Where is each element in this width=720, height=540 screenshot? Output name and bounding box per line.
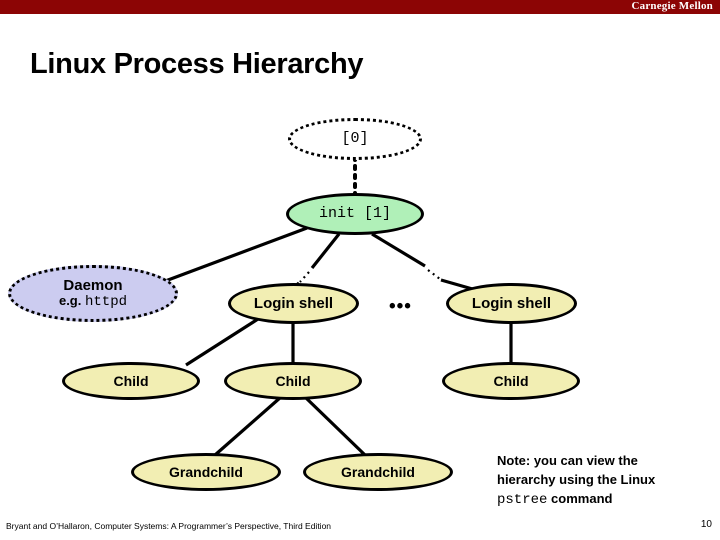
note-line-1: Note: you can view the	[497, 453, 638, 468]
node-shell-right-label: Login shell	[471, 294, 552, 312]
node-child-1-label: Child	[113, 372, 149, 389]
node-grandchild-2[interactable]: Grandchild	[303, 453, 453, 491]
node-daemon-eg-prefix: e.g.	[58, 292, 82, 308]
edge-child-2-grandchild-1	[213, 395, 283, 457]
node-shell-right[interactable]: Login shell	[446, 283, 577, 324]
node-daemon[interactable]: Daemon e.g. httpd	[8, 265, 178, 322]
brand-band	[0, 0, 720, 14]
note-line-2: hierarchy using the Linux	[497, 471, 656, 487]
node-grandchild-1[interactable]: Grandchild	[131, 453, 281, 491]
edge-init-daemon	[159, 226, 308, 285]
node-grandchild-2-label: Grandchild	[341, 463, 415, 480]
node-child-1[interactable]: Child	[62, 362, 200, 400]
ellipsis-more-shells: •••	[389, 296, 412, 317]
edge-init-shell-left-tick	[299, 271, 310, 283]
node-daemon-example: e.g. httpd	[58, 292, 128, 310]
edge-init-shell-left-upper	[310, 233, 341, 269]
node-child-2-label: Child	[275, 372, 311, 389]
node-daemon-command: httpd	[85, 293, 128, 310]
edge-shell-left-child-1	[185, 317, 259, 367]
note-command-suffix: command	[551, 490, 613, 506]
node-init-label: init [1]	[318, 205, 391, 223]
node-init[interactable]: init [1]	[286, 193, 424, 235]
node-kernel[interactable]: [0]	[288, 118, 422, 160]
page-title: Linux Process Hierarchy	[30, 48, 364, 80]
edge-init-shell-right-upper	[371, 232, 426, 268]
node-child-2[interactable]: Child	[224, 362, 362, 400]
edge-init-shell-right-tick	[427, 269, 441, 280]
node-grandchild-1-label: Grandchild	[169, 463, 243, 480]
note-block: Note: you can view the hierarchy using t…	[497, 452, 712, 510]
node-shell-left-label: Login shell	[253, 294, 334, 312]
footer-citation: Bryant and O’Hallaron, Computer Systems:…	[6, 521, 332, 531]
node-kernel-label: [0]	[341, 130, 369, 148]
node-child-3[interactable]: Child	[442, 362, 580, 400]
node-child-3-label: Child	[493, 372, 529, 389]
node-shell-left[interactable]: Login shell	[228, 283, 359, 324]
edge-child-2-grandchild-2	[303, 395, 367, 457]
note-command: pstree	[497, 491, 548, 508]
note-line-3: pstree command	[497, 490, 712, 510]
node-daemon-label: Daemon	[63, 276, 123, 294]
page-number: 10	[700, 519, 712, 530]
brand-name: Carnegie Mellon	[631, 0, 713, 12]
